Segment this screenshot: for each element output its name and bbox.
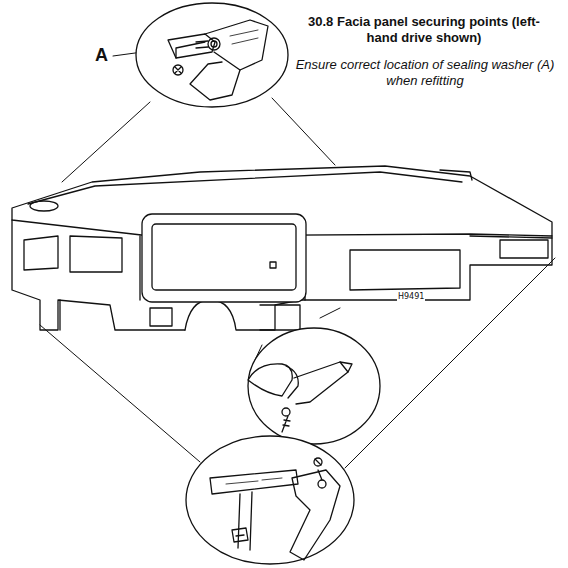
- inset-leader-lines: [40, 98, 555, 468]
- middle-inset: [248, 328, 380, 444]
- bottom-inset: [186, 436, 354, 564]
- top-inset: [136, 3, 288, 107]
- figure-title: 30.8 Facia panel securing points (left-h…: [300, 14, 548, 46]
- figure-code: H9491: [397, 292, 425, 301]
- facia-panel: [12, 166, 552, 330]
- callout-letter: A: [95, 45, 108, 66]
- figure-caption: Ensure correct location of sealing washe…: [292, 57, 558, 89]
